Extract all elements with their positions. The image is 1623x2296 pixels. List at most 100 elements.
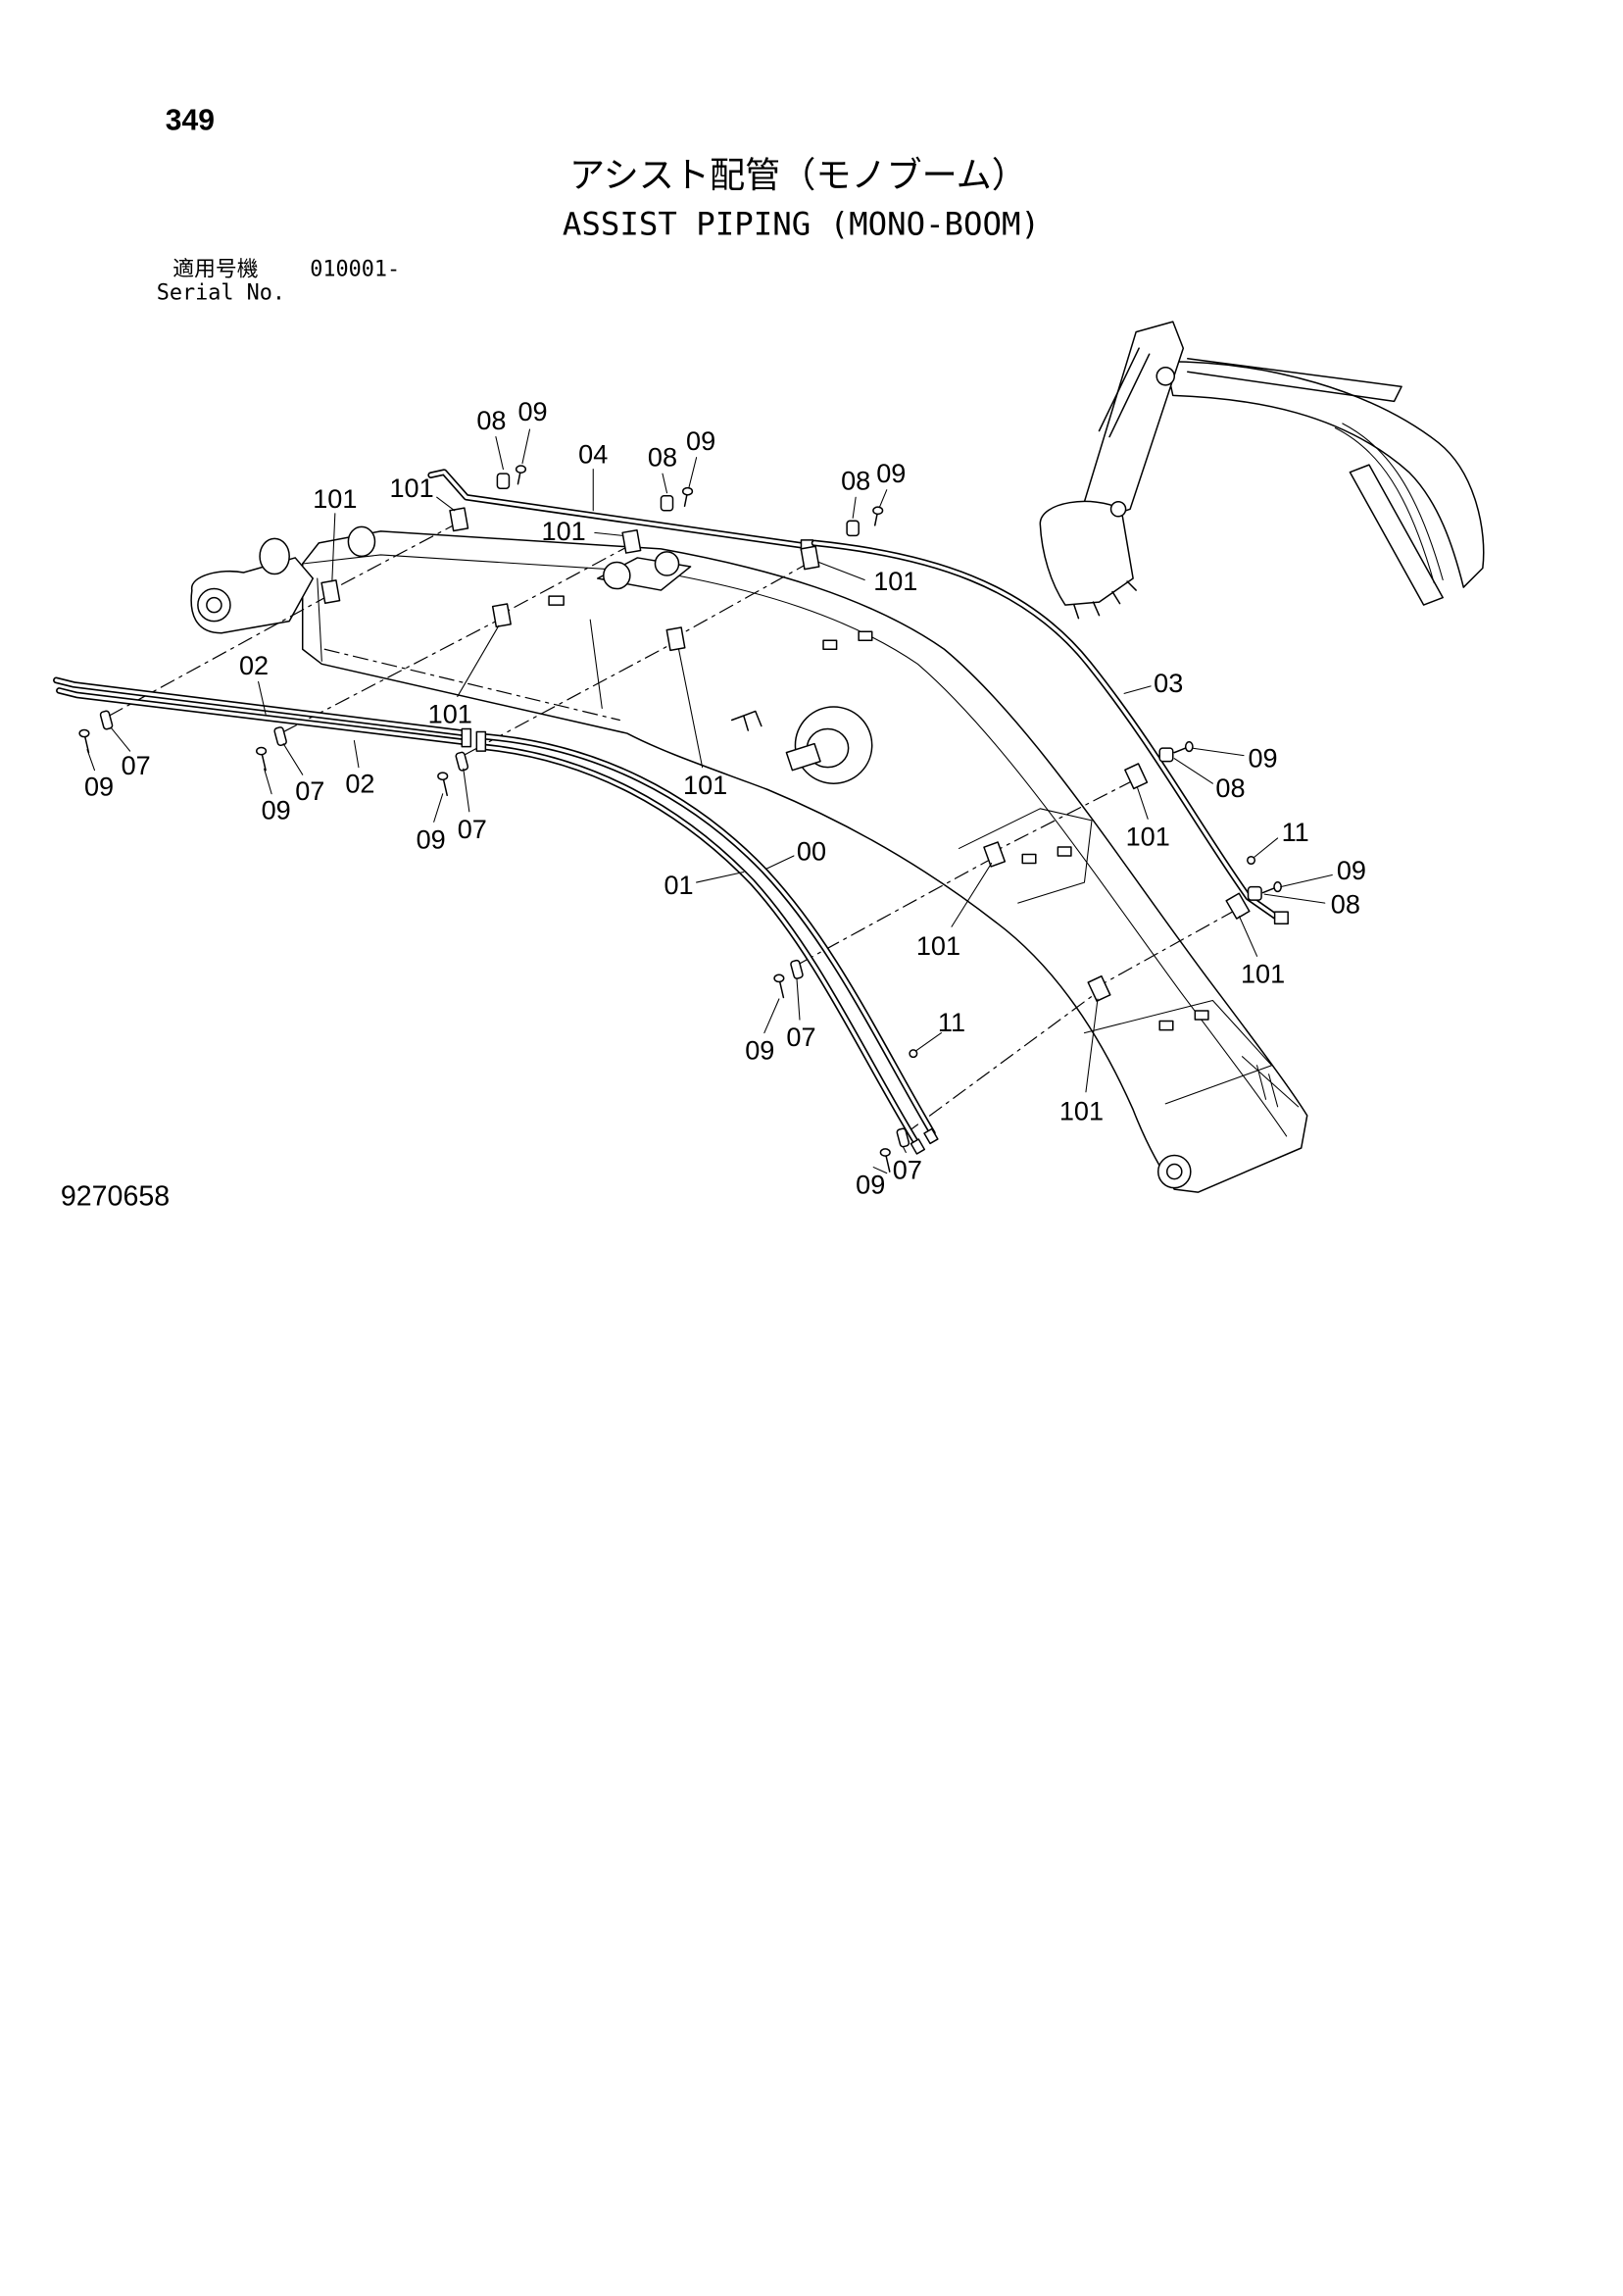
boom-tip-plate (1241, 1056, 1300, 1108)
callout-label: 101 (390, 473, 434, 503)
callout-label: 07 (458, 814, 487, 844)
leader-line (495, 435, 504, 471)
bolt (1173, 741, 1194, 754)
callout-label: 09 (876, 458, 906, 488)
pipe-fitting (923, 1127, 939, 1145)
leader-line (353, 740, 360, 769)
leader-line (264, 768, 272, 795)
callout-label: 03 (1154, 668, 1183, 698)
pipe-fitting (1273, 911, 1289, 924)
callout-label: 09 (686, 425, 715, 456)
applicability-label: 適用号機 (172, 257, 258, 281)
bolts (78, 465, 1282, 1173)
boom-foot-boss (347, 525, 376, 558)
callout-label: 101 (1059, 1095, 1104, 1125)
callout-label: 101 (1126, 821, 1170, 851)
leader-line (817, 561, 865, 581)
callout-label: 09 (262, 794, 291, 824)
drawing-number: 9270658 (61, 1181, 170, 1213)
callout-label: 101 (428, 699, 472, 729)
bracket-boss (603, 561, 631, 590)
callout-label: 101 (313, 483, 357, 514)
ring (1158, 747, 1174, 763)
leader-line (662, 473, 668, 494)
pipe-01 (477, 732, 936, 1137)
bolt (78, 728, 90, 754)
leader-line (764, 855, 795, 871)
leader-line (763, 998, 780, 1034)
clamp (449, 507, 469, 532)
boom-body (301, 530, 1308, 1193)
clamp (1087, 974, 1111, 1002)
leader-lines (86, 428, 1333, 1174)
callout-labels: 08 09 04 08 09 08 09 101 101 101 101 02 … (84, 396, 1366, 1200)
bolt (872, 506, 884, 526)
callout-label: 09 (1337, 855, 1366, 885)
leader-line (1085, 998, 1099, 1093)
bolt (879, 1148, 891, 1173)
boom-tip-bore (1165, 1163, 1183, 1180)
callout-label: 00 (797, 835, 826, 866)
leader-line (951, 862, 993, 927)
callout-label: 01 (664, 870, 693, 900)
callout-label: 07 (122, 750, 151, 780)
pipe-fitting (461, 727, 472, 748)
clamp (800, 545, 820, 571)
callout-label: 08 (841, 466, 870, 496)
inset-bucket-teeth (1073, 580, 1137, 620)
serial-from: 010001- (310, 257, 400, 281)
callout-label: 101 (916, 930, 960, 961)
callout-label: 07 (786, 1022, 815, 1052)
inset-arm (1083, 321, 1185, 521)
inset-bucket (1039, 500, 1134, 606)
ring (1247, 885, 1262, 901)
boom-top-edge (302, 554, 1288, 1137)
callout-label: 09 (856, 1170, 885, 1200)
boom-foot-cylinder-boss (259, 537, 290, 575)
leader-line (796, 977, 801, 1021)
leader-line (915, 1032, 942, 1052)
leader-line (1263, 893, 1326, 904)
pipe-03 (811, 539, 1289, 924)
clip (896, 1127, 910, 1148)
inset-boom-cylinder (1187, 357, 1402, 403)
inset-pin (1109, 500, 1127, 518)
callout-label: 02 (345, 768, 374, 798)
boom-plate-mark (1021, 853, 1037, 865)
callout-label: 11 (938, 1007, 965, 1037)
leader-line (282, 743, 304, 775)
clamp (621, 528, 642, 554)
leader-line (1280, 874, 1333, 888)
leader-line (436, 496, 456, 512)
page-title-japanese: アシスト配管（モノブーム） (569, 154, 1027, 196)
boom-foot-bore (206, 596, 222, 614)
pipe-02-upper (53, 676, 470, 737)
clips (99, 710, 910, 1148)
callout-label: 08 (476, 405, 506, 435)
rings (496, 473, 1262, 901)
leader-line (688, 457, 698, 488)
leader-line (258, 680, 267, 716)
leader-line (463, 768, 470, 813)
bolt (437, 772, 449, 797)
pipe-fitting (475, 730, 487, 752)
clamp (1124, 763, 1149, 790)
excavator-inset (1039, 321, 1485, 620)
callout-label: 02 (239, 650, 269, 680)
leader-line (902, 1145, 907, 1154)
clamp (320, 579, 341, 604)
bolt (515, 465, 527, 485)
clamp (491, 603, 512, 628)
inset-pipe (1334, 423, 1444, 584)
inset-bucket-cylinder (1098, 347, 1151, 438)
callout-label: 09 (745, 1035, 774, 1066)
callout-label: 101 (1241, 958, 1285, 988)
mono-boom (190, 525, 1308, 1193)
callout-label: 04 (578, 439, 608, 470)
bolt (681, 486, 694, 508)
leader-line (1173, 758, 1213, 784)
assembly-line (905, 992, 1098, 1134)
assembly-line (799, 858, 993, 965)
assembly-line (679, 561, 812, 635)
